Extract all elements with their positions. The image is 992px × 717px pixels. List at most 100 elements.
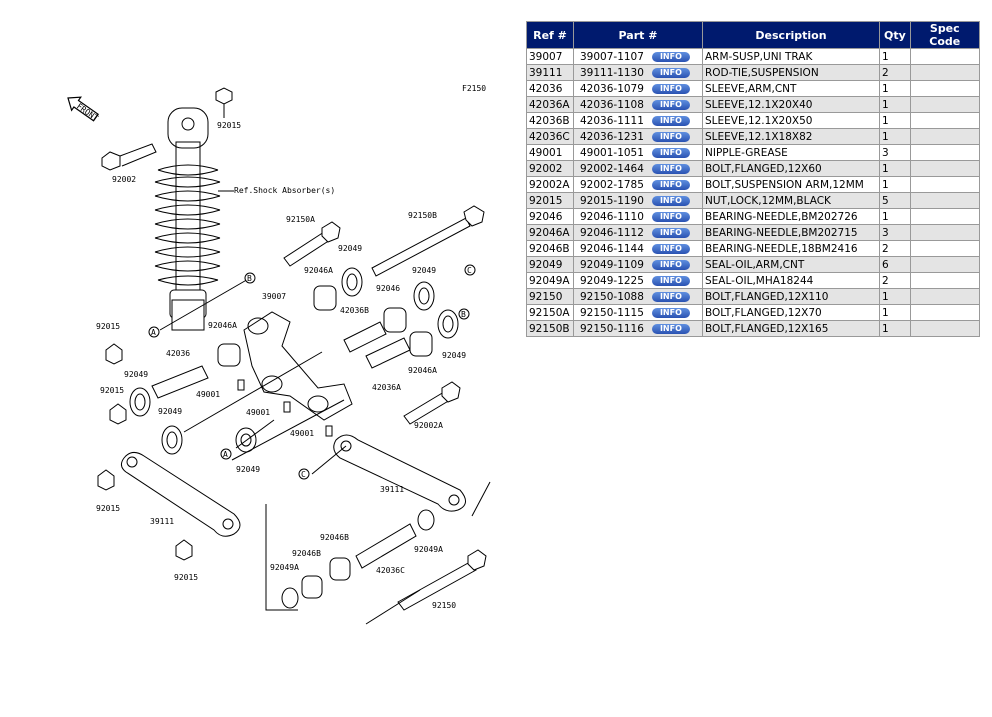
cell-ref: 92046B bbox=[526, 240, 574, 257]
nut-92015-lower-left bbox=[97, 469, 115, 491]
label-42036C: 42036C bbox=[376, 566, 405, 575]
cell-ref: 42036C bbox=[526, 128, 574, 145]
info-button[interactable]: INFO bbox=[651, 291, 690, 302]
part-number: 92046-1112 bbox=[580, 226, 644, 239]
info-button[interactable]: INFO bbox=[651, 147, 690, 158]
info-button[interactable]: INFO bbox=[651, 67, 690, 78]
svg-text:A: A bbox=[151, 328, 156, 337]
cell-spec-code bbox=[909, 160, 980, 177]
seal-92049A-b bbox=[417, 509, 435, 531]
info-button[interactable]: INFO bbox=[651, 163, 690, 174]
info-button[interactable]: INFO bbox=[651, 259, 690, 270]
info-button[interactable]: INFO bbox=[651, 115, 690, 126]
part-number: 42036-1079 bbox=[580, 82, 644, 95]
label-92046A-upper: 92046A bbox=[304, 266, 333, 275]
cell-qty: 1 bbox=[879, 160, 911, 177]
bearing-92046A-left bbox=[217, 343, 241, 367]
cell-description: BEARING-NEEDLE,18BM2416 bbox=[702, 240, 880, 257]
info-button[interactable]: INFO bbox=[651, 323, 690, 334]
cell-ref: 42036B bbox=[526, 112, 574, 129]
front-arrow-icon: FRONT bbox=[67, 96, 100, 123]
table-header-row: Ref # Part # Description Qty Spec Code bbox=[526, 21, 980, 49]
header-description: Description bbox=[702, 21, 880, 49]
part-number: 42036-1108 bbox=[580, 98, 644, 111]
parts-table: Ref # Part # Description Qty Spec Code 3… bbox=[526, 21, 980, 337]
cell-spec-code bbox=[909, 128, 980, 145]
info-button[interactable]: INFO bbox=[651, 83, 690, 94]
info-button[interactable]: INFO bbox=[651, 307, 690, 318]
cell-part: 92049-1225 INFO bbox=[573, 272, 703, 289]
label-49001-a: 49001 bbox=[196, 390, 220, 399]
part-number: 92046-1110 bbox=[580, 210, 644, 223]
part-number: 92049-1225 bbox=[580, 274, 644, 287]
info-button[interactable]: INFO bbox=[651, 51, 690, 62]
cell-description: ROD-TIE,SUSPENSION bbox=[702, 64, 880, 81]
exploded-view-drawing: F2150 FRONT Ref.Shock Absorber(s) 92015 … bbox=[67, 84, 491, 625]
svg-text:B: B bbox=[247, 274, 252, 283]
cell-part: 92046-1110 INFO bbox=[573, 208, 703, 225]
cell-part: 92002-1785 INFO bbox=[573, 176, 703, 193]
front-label: FRONT bbox=[75, 102, 100, 123]
bearing-92046A-upper bbox=[313, 285, 337, 311]
cell-description: BEARING-NEEDLE,BM202726 bbox=[702, 208, 880, 225]
cell-description: SEAL-OIL,ARM,CNT bbox=[702, 256, 880, 273]
diagram-code: F2150 bbox=[462, 84, 486, 93]
info-button[interactable]: INFO bbox=[651, 99, 690, 110]
info-button[interactable]: INFO bbox=[651, 275, 690, 286]
bolt-92150B bbox=[371, 205, 485, 277]
label-92002A: 92002A bbox=[414, 421, 443, 430]
seal-92049-upper bbox=[341, 267, 363, 297]
cell-ref: 92015 bbox=[526, 192, 574, 209]
cell-spec-code bbox=[909, 208, 980, 225]
callout-b-2: B bbox=[458, 308, 470, 320]
nut-92015-left-upper bbox=[105, 343, 123, 365]
cell-spec-code bbox=[909, 176, 980, 193]
label-92015-top: 92015 bbox=[217, 121, 241, 130]
cell-spec-code bbox=[909, 80, 980, 97]
info-button[interactable]: INFO bbox=[651, 211, 690, 222]
cell-part: 42036-1108 INFO bbox=[573, 96, 703, 113]
cell-description: BOLT,FLANGED,12X70 bbox=[702, 304, 880, 321]
nut-92015-left-mid bbox=[109, 403, 127, 425]
bolt-92002 bbox=[101, 143, 157, 171]
cell-qty: 1 bbox=[879, 128, 911, 145]
info-button[interactable]: INFO bbox=[651, 227, 690, 238]
part-number: 49001-1051 bbox=[580, 146, 644, 159]
info-button[interactable]: INFO bbox=[651, 131, 690, 142]
cell-qty: 1 bbox=[879, 320, 911, 337]
svg-text:B: B bbox=[461, 310, 466, 319]
cell-qty: 2 bbox=[879, 272, 911, 289]
label-92046A-left: 92046A bbox=[208, 321, 237, 330]
sleeve-42036A bbox=[365, 337, 411, 369]
sleeve-42036 bbox=[151, 365, 209, 399]
info-button[interactable]: INFO bbox=[651, 195, 690, 206]
cell-spec-code bbox=[909, 288, 980, 305]
info-button[interactable]: INFO bbox=[651, 179, 690, 190]
cell-qty: 5 bbox=[879, 192, 911, 209]
cell-qty: 3 bbox=[879, 224, 911, 241]
label-92049A-b: 92049A bbox=[414, 545, 443, 554]
cell-description: BEARING-NEEDLE,BM202715 bbox=[702, 224, 880, 241]
cell-description: NUT,LOCK,12MM,BLACK bbox=[702, 192, 880, 209]
grease-nipple-1 bbox=[237, 379, 245, 391]
info-button[interactable]: INFO bbox=[651, 243, 690, 254]
header-ref: Ref # bbox=[526, 21, 574, 49]
cell-qty: 1 bbox=[879, 48, 911, 65]
cell-part: 92046-1112 INFO bbox=[573, 224, 703, 241]
part-number: 92150-1115 bbox=[580, 306, 644, 319]
ref-shock-absorber-text: Ref.Shock Absorber(s) bbox=[234, 186, 335, 195]
label-92015-lower-left: 92015 bbox=[96, 504, 120, 513]
cell-spec-code bbox=[909, 320, 980, 337]
callout-b-1: B bbox=[244, 272, 256, 284]
part-number: 92002-1785 bbox=[580, 178, 644, 191]
